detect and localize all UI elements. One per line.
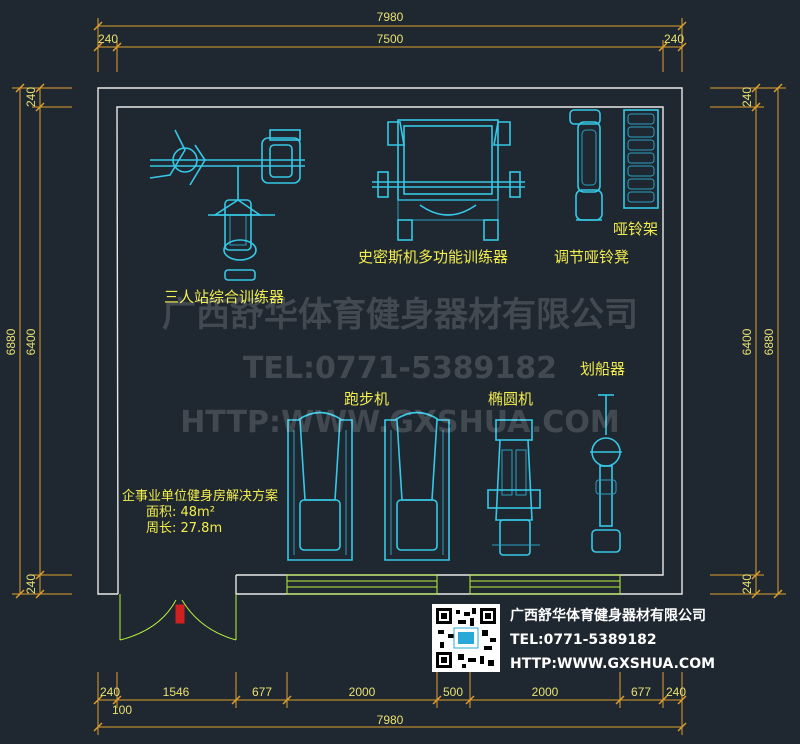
adjustable-bench-drawing [569,109,603,221]
rower-drawing [590,394,622,553]
dim-left-total: 6880 [4,328,18,355]
entrance-door [119,594,237,641]
room-perimeter: 周长: 27.8m [146,521,222,536]
dim-left-top: 240 [24,87,38,107]
dim-bottom-seg-4: 2000 [349,685,376,699]
elliptical-label: 椭圆机 [488,390,533,408]
dim-bottom-seg-8: 240 [666,685,686,699]
window-left [286,574,438,595]
elliptical-drawing [487,419,541,556]
contact-company: 广西舒华体育健身器材有限公司 [510,607,706,624]
dim-top-left: 240 [98,32,118,46]
dim-bottom-seg-7: 677 [631,685,651,699]
qr-code [432,604,500,672]
dumbbell-rack-drawing [623,109,659,209]
treadmill-label: 跑步机 [344,390,389,408]
room-area: 面积: 48m² [146,505,215,520]
dim-right-top: 240 [740,87,754,107]
dim-right-total: 6880 [762,328,776,355]
solution-title: 企事业单位健身房解决方案 [122,488,278,504]
dim-bottom-extra: 100 [112,703,132,717]
rower-label: 划船器 [580,360,625,378]
watermark-company: 广西舒华体育健身器材有限公司 [162,295,638,335]
smith-machine-drawing [372,119,525,241]
dim-bottom-seg-5: 500 [443,685,463,699]
dim-left-bottom: 240 [24,574,38,594]
three-station-trainer-label: 三人站综合训练器 [164,288,284,306]
contact-tel: TEL:0771-5389182 [510,632,657,648]
dim-bottom-seg-6: 2000 [532,685,559,699]
contact-url: HTTP:WWW.GXSHUA.COM [510,656,715,672]
dim-bottom-total: 7980 [377,713,404,727]
dim-top-right: 240 [664,32,684,46]
dim-right-mid: 6400 [740,328,754,355]
window-right [469,574,621,595]
smith-machine-label: 史密斯机多功能训练器 [358,248,508,266]
dim-right-bottom: 240 [740,574,754,594]
dim-bottom-seg-3: 677 [252,685,272,699]
adjustable-bench-label: 调节哑铃凳 [554,248,629,266]
dim-top-mid: 7500 [377,32,404,46]
treadmill-1-drawing [287,411,353,561]
three-station-trainer-drawing [149,129,305,281]
dumbbell-rack-label: 哑铃架 [613,220,658,238]
dim-left-mid: 6400 [24,328,38,355]
watermark-tel: TEL:0771-5389182 [243,351,557,386]
dimension-lines [12,18,786,735]
dim-bottom-seg-1: 240 [100,685,120,699]
watermark-url: HTTP:WWW.GXSHUA.COM [180,405,619,440]
dim-top-total: 7980 [377,10,404,24]
treadmill-2-drawing [384,411,450,561]
dim-bottom-seg-2: 1546 [163,685,190,699]
